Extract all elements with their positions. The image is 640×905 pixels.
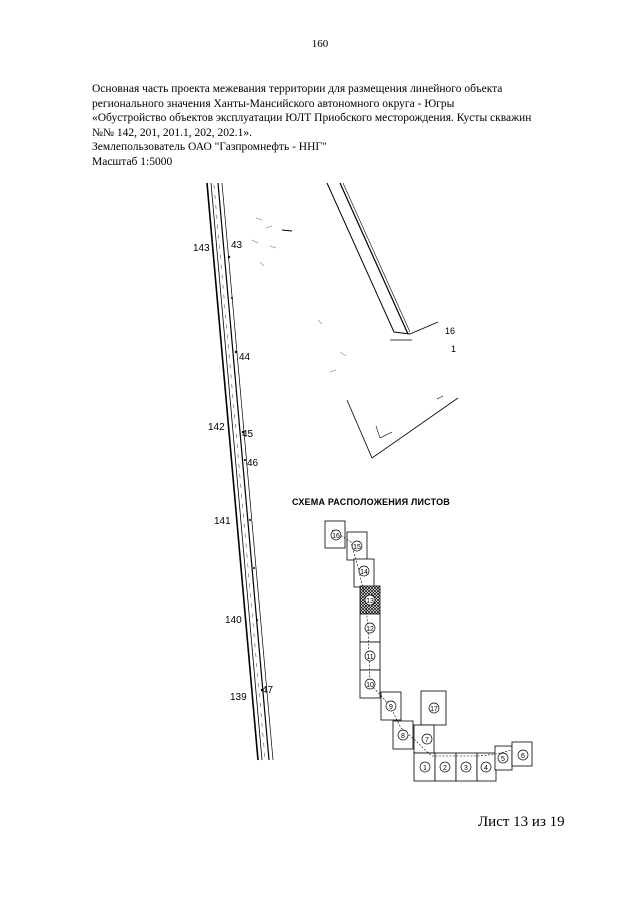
- point-label-143: 143: [193, 243, 210, 254]
- sheet-label-8: 8: [401, 733, 405, 740]
- point-label-46: 46: [247, 458, 259, 469]
- corridor-lines: [206, 182, 274, 761]
- point-label-45: 45: [242, 429, 254, 440]
- sheet-label-16: 16: [332, 533, 340, 540]
- sheet-label-1: 1: [423, 765, 427, 772]
- point-label-47: 47: [262, 685, 274, 696]
- header-line-2: регионального значения Ханты-Мансийского…: [92, 97, 455, 110]
- diagonal-fragment: [326, 182, 439, 341]
- header-line-3: «Обустройство объектов эксплуатации ЮЛТ …: [92, 112, 532, 124]
- sheet-label-5: 5: [501, 756, 505, 763]
- sheet-label-13: 13: [366, 598, 374, 605]
- schema-route-line: [331, 529, 513, 757]
- fragment-label-1: 1: [451, 344, 456, 354]
- header-line-5: Землепользователь ОАО "Газпромнефть - НН…: [92, 141, 327, 153]
- sheet-label-14: 14: [360, 569, 368, 576]
- header-line-1: Основная часть проекта межевания террито…: [92, 83, 503, 95]
- point-label-140: 140: [225, 615, 242, 626]
- page-number: 160: [311, 38, 329, 50]
- document-header: Основная часть проекта межевания террито…: [92, 82, 562, 169]
- point-label-44: 44: [239, 352, 251, 363]
- sheet-label-12: 12: [366, 626, 374, 633]
- fragment-label-16: 16: [445, 326, 455, 336]
- sheet-label-4: 4: [484, 765, 488, 772]
- corridor-ticks: [227, 255, 264, 692]
- header-line-6: Масштаб 1:5000: [92, 155, 173, 168]
- sheet-label-7: 7: [425, 737, 429, 744]
- sheet-label-15: 15: [353, 544, 361, 551]
- sheet-label-10: 10: [366, 682, 374, 689]
- point-label-139: 139: [230, 692, 247, 703]
- faint-marks: [251, 217, 347, 373]
- header-line-4: №№ 142, 201, 201.1, 202, 202.1».: [92, 126, 252, 139]
- sheet-label-9: 9: [389, 704, 393, 711]
- schema-title: СХЕМА РАСПОЛОЖЕНИЯ ЛИСТОВ: [292, 497, 450, 507]
- point-label-43: 43: [231, 240, 243, 251]
- sheet-label-6: 6: [521, 753, 525, 760]
- sheet-label-3: 3: [464, 765, 468, 772]
- sheet-label-17: 17: [430, 706, 438, 713]
- parcel-outline: [346, 397, 459, 459]
- point-label-141: 141: [214, 516, 231, 527]
- point-label-142: 142: [208, 422, 225, 433]
- sheet-label-11: 11: [366, 654, 373, 661]
- sheet-counter: Лист 13 из 19: [478, 814, 565, 830]
- sheet-label-2: 2: [443, 765, 447, 772]
